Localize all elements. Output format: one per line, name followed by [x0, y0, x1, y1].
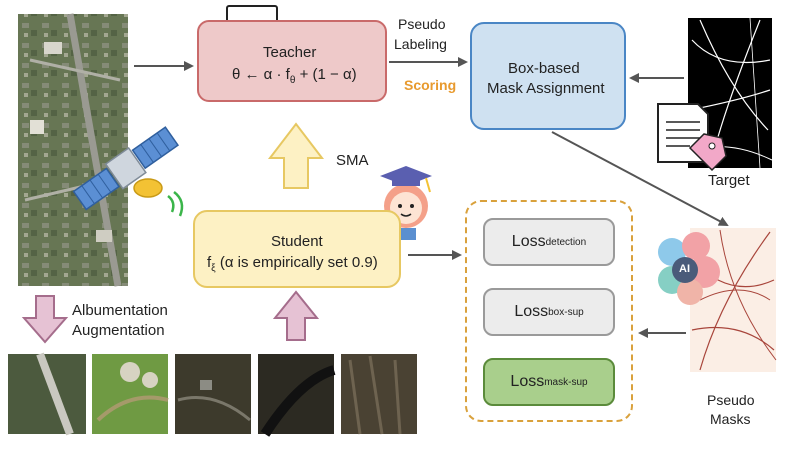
loss-mask-sup-label: Loss	[510, 373, 545, 390]
augmented-image-5	[341, 354, 417, 435]
student-box	[193, 210, 401, 288]
loss-group	[465, 200, 633, 422]
teacher-formula-sub: θ	[289, 75, 296, 86]
augmentation-line2: Augmentation	[72, 322, 165, 339]
student-formula-sub: ξ	[211, 263, 216, 274]
student-title: Student	[271, 233, 323, 250]
loss-box-sup-sub: box-sup	[548, 306, 584, 318]
teacher-box	[197, 20, 387, 102]
scoring-label: Scoring	[404, 77, 457, 93]
teacher-formula: θ ← α · fθ + (1 − α)	[232, 66, 357, 86]
loss-mask-sup-sub: mask-sup	[544, 376, 588, 388]
teacher-formula-main: θ ← α · f	[232, 66, 290, 83]
pseudo-labeling-line2: Labeling	[394, 36, 447, 52]
ai-brain-icon	[658, 232, 720, 305]
augmented-image-2	[92, 354, 169, 434]
pseudo-masks-line1: Pseudo	[707, 392, 755, 408]
ai-badge-label: AI	[679, 263, 690, 275]
satellite-icon	[72, 126, 184, 217]
teacher-title: Teacher	[263, 44, 317, 61]
student-formula: fξ (α is empirically set 0.9)	[207, 254, 378, 274]
teacher-formula-tail: + (1 − α)	[295, 66, 357, 83]
document-tag-icon	[657, 103, 727, 172]
student-formula-tail: (α is empirically set 0.9)	[215, 254, 378, 271]
sma-label: SMA	[336, 152, 369, 169]
loss-detection-sub: detection	[545, 236, 587, 248]
mask-assignment-box	[470, 22, 626, 130]
augmented-image-3	[175, 354, 251, 434]
augmentation-arrow	[21, 295, 69, 344]
loss-box-sup-label: Loss	[514, 303, 549, 320]
target-label: Target	[708, 172, 750, 189]
sma-update-arrow	[267, 122, 325, 189]
loss-detection-label: Loss	[511, 233, 546, 250]
augmentation-line1: Albumentation	[72, 302, 168, 319]
mask-assignment-line1: Box-based	[508, 60, 580, 77]
augmented-image-1	[8, 352, 86, 436]
aerial-image-main	[18, 13, 128, 287]
arrow-mask-to-pseudo	[551, 131, 729, 226]
pseudo-labeling-line1: Pseudo	[398, 16, 446, 32]
student-formula-main: f	[207, 254, 212, 271]
mask-assignment-line2: Mask Assignment	[487, 80, 605, 97]
augmented-image-4	[258, 354, 336, 437]
pseudo-masks-line2: Masks	[710, 411, 751, 427]
augmented-to-student-arrow	[272, 290, 320, 341]
